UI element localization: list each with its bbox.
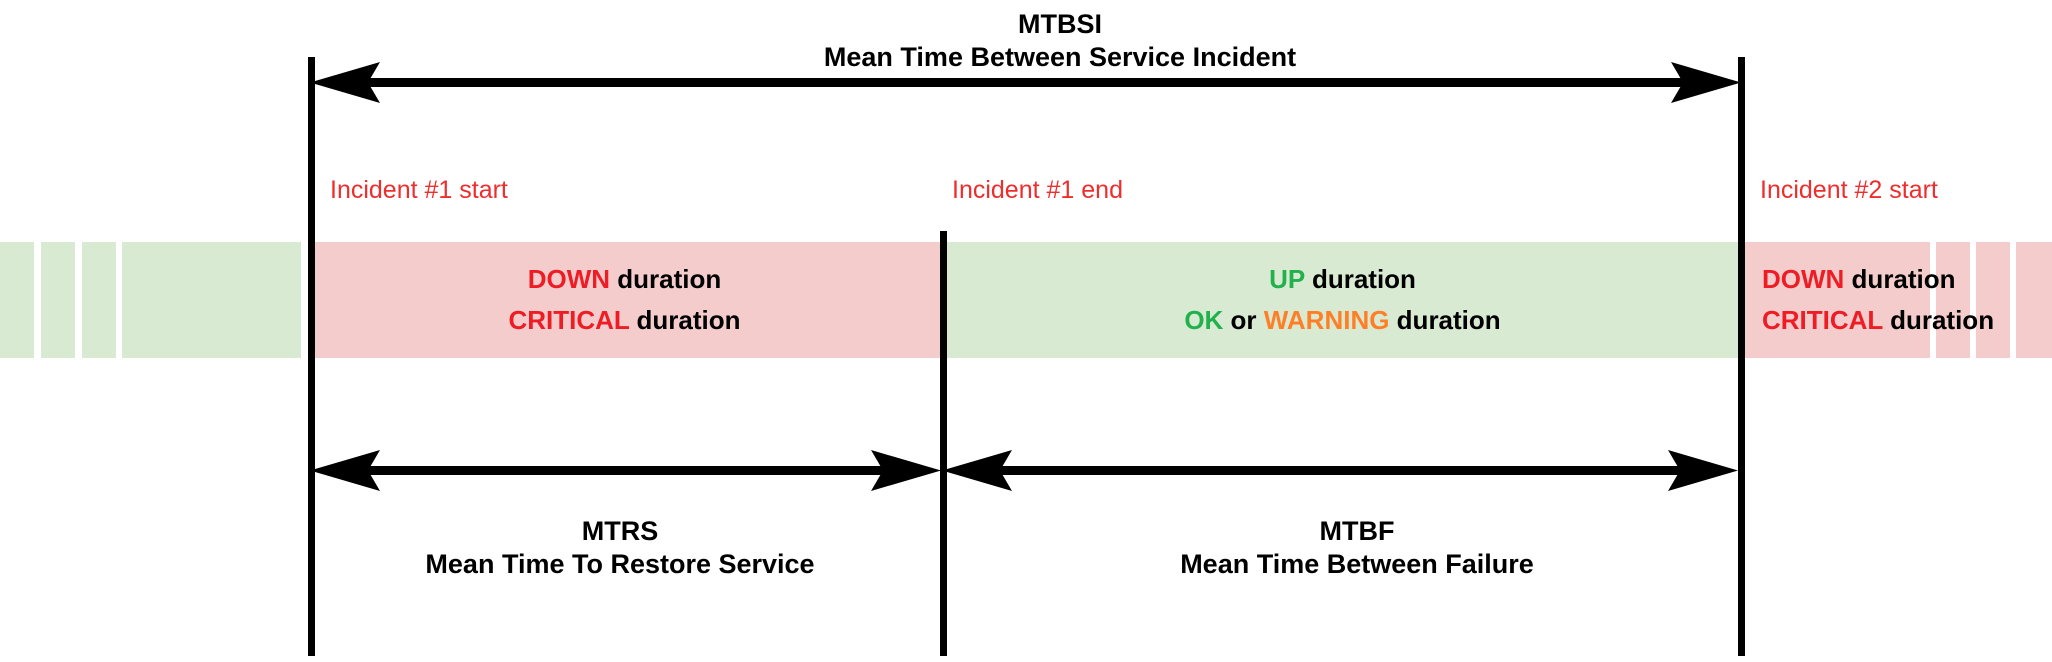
mtbsi-title: MTBSI Mean Time Between Service Incident	[560, 8, 1560, 74]
mtbsi-full: Mean Time Between Service Incident	[823, 42, 1297, 72]
status-bar-down-incident-2-segment-2	[1936, 242, 1970, 358]
mtbf-double-arrow	[942, 450, 1738, 491]
incident-1-start-label: Incident #1 start	[330, 176, 508, 204]
status-bar-up-previous-3	[82, 242, 116, 358]
status-bar-up-previous-1	[0, 242, 34, 358]
status-bar-down-incident-2	[1738, 242, 1930, 358]
mtrs-full: Mean Time To Restore Service	[425, 549, 815, 579]
mtrs-double-arrow	[310, 450, 941, 491]
status-bar-down-incident-1	[308, 242, 941, 358]
status-bar-up-between-incidents	[947, 242, 1738, 358]
status-bar-down-incident-2-segment-3	[1976, 242, 2010, 358]
status-bar-up-previous-2	[41, 242, 75, 358]
incident-1-end-label: Incident #1 end	[952, 176, 1123, 204]
mtrs-title: MTRS Mean Time To Restore Service	[330, 515, 910, 581]
incident-1-end-line	[940, 231, 947, 656]
incident-1-start-line	[308, 57, 315, 656]
incident-2-start-label: Incident #2 start	[1760, 176, 1938, 204]
mtbsi-abbr: MTBSI	[1018, 9, 1102, 39]
mtrs-abbr: MTRS	[581, 516, 659, 546]
mtbf-abbr: MTBF	[1319, 516, 1395, 546]
mtbsi-double-arrow	[310, 62, 1741, 103]
incident-2-start-line	[1738, 57, 1745, 656]
mtbf-title: MTBF Mean Time Between Failure	[962, 515, 1752, 581]
status-bar-up-previous-4	[122, 242, 301, 358]
status-bar-down-incident-2-segment-4	[2016, 242, 2052, 358]
mtbf-full: Mean Time Between Failure	[1180, 549, 1534, 579]
